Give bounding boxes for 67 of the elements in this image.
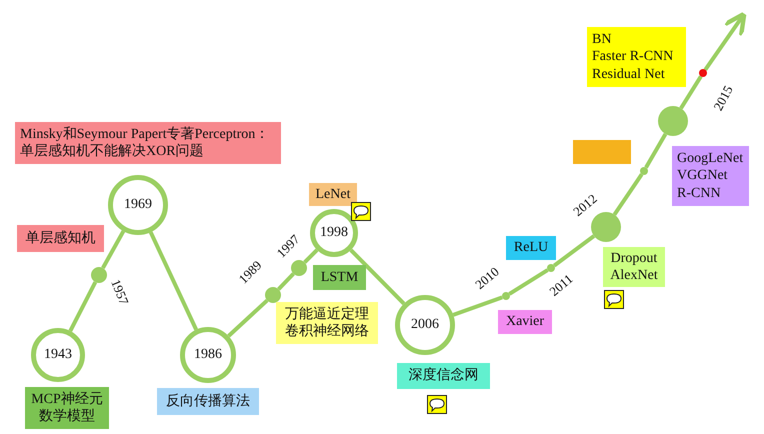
- timeline-line: [679, 75, 703, 110]
- timeline-dot: [91, 267, 107, 283]
- year-label: 2015: [711, 83, 735, 113]
- event-text: GoogLeNet: [677, 150, 744, 168]
- event-text: LeNet: [316, 186, 350, 204]
- timeline-dot: [547, 264, 555, 272]
- event-text: AlexNet: [610, 267, 658, 284]
- year-circle: [31, 328, 85, 382]
- event-text: Xavier: [506, 313, 544, 331]
- year-label: 2012: [570, 192, 600, 218]
- timeline-dot: [699, 69, 707, 77]
- event-text: 深度信念网: [408, 367, 478, 385]
- timeline-line: [148, 231, 198, 330]
- event-box: [573, 140, 631, 164]
- timeline-line: [553, 234, 596, 268]
- year-label: 2010: [472, 264, 502, 292]
- event-box: [15, 122, 281, 164]
- event-box: [397, 363, 490, 389]
- timeline-dot: [265, 287, 281, 303]
- timeline-line: [612, 173, 644, 216]
- timeline-dot: [502, 292, 510, 300]
- timeline-line: [227, 298, 268, 338]
- timeline-arrow: [704, 12, 746, 71]
- timeline-line: [101, 230, 126, 269]
- year-label: 1957: [109, 278, 131, 306]
- year-label: 1986: [194, 348, 222, 362]
- event-text: 单层感知机: [26, 230, 96, 248]
- timeline-line: [349, 248, 406, 306]
- event-text: 万能逼近定理: [285, 306, 369, 323]
- timeline-dot: [640, 167, 648, 175]
- year-circle: [310, 209, 358, 257]
- year-label: 1943: [44, 348, 72, 362]
- event-text: 卷积神经网络: [285, 323, 369, 340]
- timeline-line: [303, 248, 318, 264]
- event-box: [309, 183, 357, 206]
- year-label: 1989: [236, 258, 264, 286]
- event-text: Residual Net: [592, 66, 665, 84]
- timeline-line: [644, 132, 668, 169]
- event-box: [157, 388, 259, 415]
- event-text: LSTM: [320, 268, 358, 286]
- timeline-dot: [658, 106, 688, 136]
- timeline-dot: [291, 260, 307, 276]
- event-box: [603, 247, 665, 287]
- event-box: [498, 310, 552, 334]
- event-box: [17, 225, 104, 252]
- timeline-line: [508, 268, 549, 296]
- event-box: [313, 265, 366, 290]
- event-box: [506, 236, 556, 260]
- event-text: R-CNN: [677, 184, 721, 202]
- event-text: Dropout: [610, 250, 658, 267]
- event-text: Faster R-CNN: [592, 48, 674, 66]
- year-label: 2006: [411, 318, 439, 332]
- event-text: 反向传播算法: [166, 392, 250, 410]
- event-box: [276, 302, 378, 344]
- year-label: 2011: [547, 272, 575, 298]
- event-box: [672, 146, 749, 206]
- event-text: VGGNet: [677, 167, 728, 185]
- year-label: 1998: [320, 226, 348, 240]
- timeline-line: [277, 272, 295, 291]
- timeline-line: [68, 281, 98, 332]
- event-box: [587, 27, 686, 87]
- year-label: 1969: [124, 198, 152, 212]
- event-text: ReLU: [514, 239, 548, 257]
- event-text: Minsky和Seymour Papert专著Perceptron：单层感知机不能解决XOR问题: [20, 126, 270, 160]
- event-text: MCP神经元数学模型: [30, 390, 104, 426]
- timeline-line: [452, 295, 503, 317]
- event-text: BN: [592, 30, 612, 48]
